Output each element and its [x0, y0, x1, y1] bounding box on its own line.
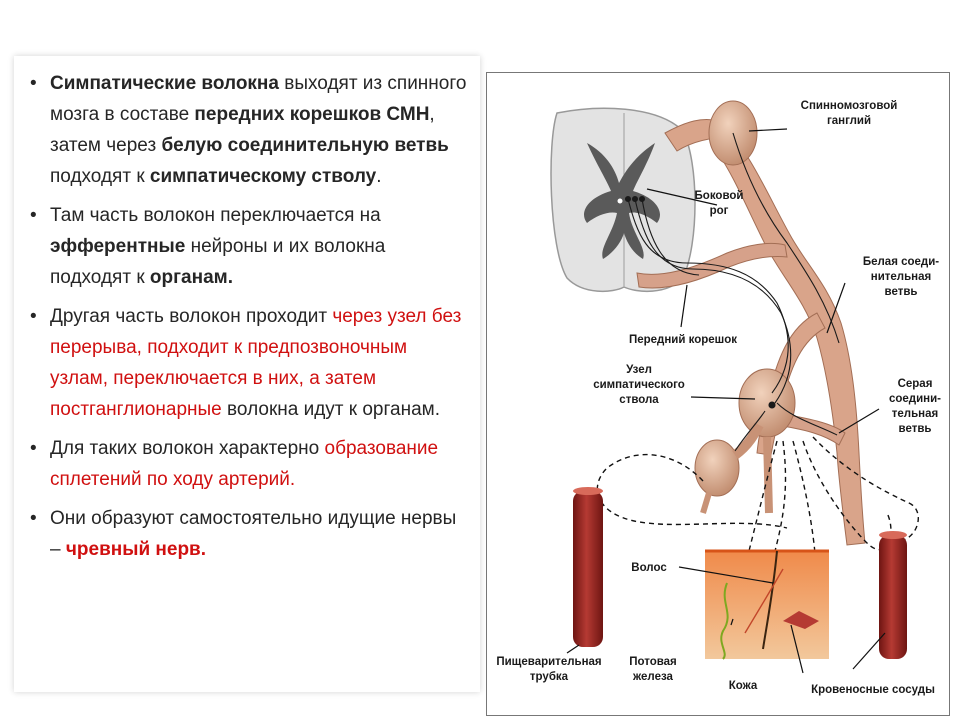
blood-vessel	[879, 531, 907, 659]
label-line: ствола	[619, 394, 659, 406]
label-line: Пищеварительная	[496, 656, 601, 668]
label-skin: Кожа	[729, 680, 758, 692]
label-line: тельная	[892, 408, 938, 420]
label-line: Кожа	[729, 680, 758, 692]
bullet-text-run: белую соединительную ветвь	[161, 135, 449, 156]
bullet-text-run: нейроны и их волокна подходят к	[50, 236, 386, 288]
bullet-text-run: симпатическому стволу	[149, 166, 377, 187]
bullet-item: • Для таких волокон характерно образовани…	[24, 433, 468, 495]
bullet-text-run: подходят к	[50, 166, 150, 187]
bullet-text-run: через узел без перерыва, подходит к пред…	[50, 306, 462, 420]
label-line: Боковой	[695, 190, 744, 202]
bullet-marker: •	[30, 508, 37, 529]
bullet-text-run: волокна идут к органам.	[221, 399, 440, 420]
bullet-marker: •	[30, 438, 37, 459]
bullet-text-run: Там часть волокон переключается на	[50, 205, 381, 226]
label-hair: Волос	[631, 562, 667, 574]
bullet-text-run: эфферентные	[50, 236, 186, 257]
label-line: Серая	[898, 378, 933, 390]
label-line: ганглий	[827, 115, 871, 127]
bullet-marker: •	[30, 306, 37, 327]
bullet-text-run: Для таких волокон характерно	[50, 438, 325, 459]
label-line: Кровеносные сосуды	[811, 684, 935, 696]
bullet-text-run: выходят из спинного мозга в составе	[50, 73, 467, 125]
label-line: нительная	[871, 271, 931, 283]
label-line: Спинномозговой	[801, 100, 898, 112]
bullet-text-run: , затем через	[50, 104, 435, 156]
bullet-item: • Другая часть волокон проходит через узе…	[24, 301, 468, 425]
label-spinal-ganglion: Спинномозговой ганглий	[801, 100, 898, 127]
bullet-item: • Симпатические волокна выходят из спинно…	[24, 68, 468, 192]
spinal-cord-section	[550, 107, 696, 293]
bullet-text-run: органам.	[149, 267, 233, 288]
skin-section	[705, 549, 829, 660]
label-white-ramus: Белая соеди-нительная ветвь	[863, 256, 939, 298]
label-line: Белая соеди-	[863, 256, 939, 268]
label-line: железа	[632, 671, 674, 683]
bullet-text-run: чревный нерв.	[65, 539, 207, 560]
label-line: ветвь	[899, 423, 932, 435]
bullet-text-run: Симпатические волокна	[50, 73, 279, 94]
label-line: соедини-	[889, 393, 941, 405]
bullet-item: • Они образуют самостоятельно идущие нерв…	[24, 503, 468, 565]
text-panel: • Симпатические волокна выходят из спинно…	[14, 56, 480, 692]
bullet-marker: •	[30, 73, 37, 94]
label-sweat-gland: Потовая железа	[629, 656, 677, 683]
label-sympathetic-node: Узел симпатического ствола	[593, 364, 685, 406]
bullet-text-run: Они образуют самостоятельно идущие нервы…	[50, 508, 457, 560]
label-line: Волос	[631, 562, 667, 574]
label-blood-vessels: Кровеносные сосуды	[811, 684, 935, 696]
label-anterior-root: Передний корешок	[629, 334, 737, 346]
bullet-text-run: Другая часть волокон проходит	[50, 306, 333, 327]
bullet-list: • Симпатические волокна выходят из спинно…	[14, 56, 480, 565]
label-line: Узел	[626, 364, 652, 376]
bullet-item: • Там часть волокон переключается на эфф…	[24, 200, 468, 293]
bullet-marker: •	[30, 205, 37, 226]
bullet-text-run: образование сплетений по ходу артерий.	[50, 438, 439, 490]
label-line: симпатического	[593, 379, 685, 391]
bullet-text-run: .	[376, 166, 382, 187]
label-line: ветвь	[885, 286, 918, 298]
bullet-text-run: передних корешков СМН	[194, 104, 430, 125]
label-line: Потовая	[629, 656, 677, 668]
digestive-tube	[573, 487, 603, 647]
label-digestive-tube: Пищеварительная трубка	[496, 656, 601, 683]
label-line: рог	[710, 205, 729, 217]
label-gray-ramus: Серая соедини-тельная ветвь	[889, 378, 941, 435]
lower-sympathetic-node	[694, 439, 740, 497]
leader-lines	[566, 128, 886, 674]
label-line: Передний корешок	[629, 334, 737, 346]
nerve-fibers	[624, 132, 840, 452]
label-line: трубка	[530, 671, 569, 683]
label-lateral-horn: Боковой рог	[695, 190, 744, 217]
